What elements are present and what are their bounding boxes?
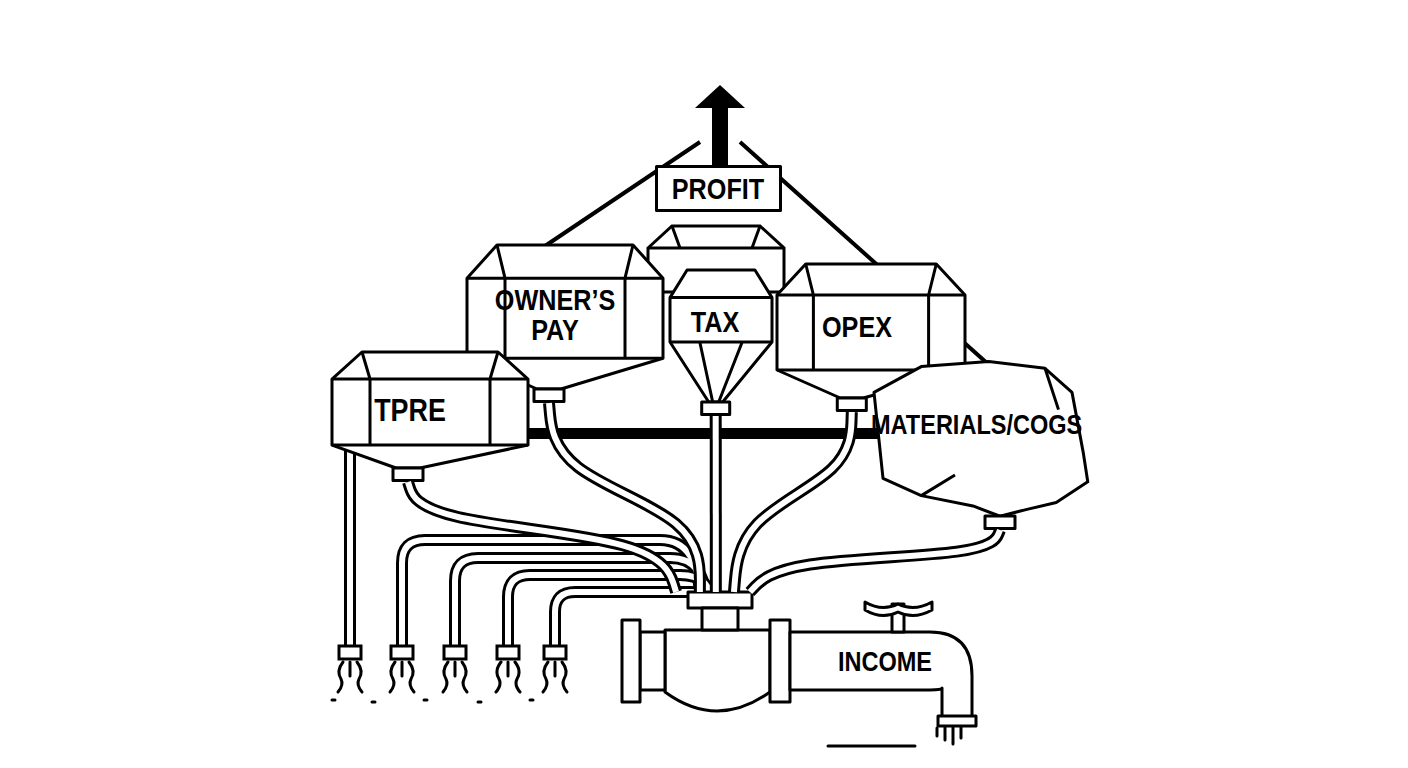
label-frame [657, 167, 781, 211]
tpre-bin: TPRE [330, 350, 530, 482]
spout-collar [391, 646, 413, 659]
pipe-bore [713, 416, 719, 592]
hopper-facet [648, 226, 784, 248]
node-label: TPRE [334, 394, 485, 426]
node-label: MATERIALS/COGS [871, 411, 1039, 439]
hopper-facet [670, 298, 772, 402]
spout-collar [497, 646, 519, 659]
node-label: OPEX [781, 312, 932, 342]
materials-sack-shape [865, 358, 1090, 530]
bin-outlet [837, 398, 866, 411]
drain-pipes-inner [350, 450, 716, 648]
bin-outlet [702, 402, 730, 415]
materials-sack: MATERIALS/COGS [865, 358, 1090, 530]
pipe-wall [549, 403, 700, 592]
pipe-bowl [665, 630, 770, 711]
pipe-connector [750, 530, 1000, 592]
pipe-flange [622, 620, 640, 702]
arrow-shaft [712, 104, 728, 166]
pipe-bore [734, 412, 852, 592]
drip [496, 662, 520, 692]
node-label: INCOME [830, 648, 939, 676]
income-faucet-pipe: INCOME [620, 592, 975, 752]
junction-neck [702, 608, 738, 630]
faucet-lip [938, 716, 976, 726]
drip [390, 662, 414, 692]
drain-pipe-bore [347, 450, 353, 648]
tax-hopper-shape [668, 268, 774, 416]
pipe-wall [750, 530, 1000, 592]
drain-pipes-outer [350, 450, 716, 648]
drip [543, 662, 567, 692]
faucet-body [790, 632, 972, 720]
pipe-wall [734, 412, 852, 592]
node-label: PROFIT [665, 174, 772, 204]
spouts [339, 646, 566, 659]
pipe-connector [408, 482, 676, 592]
pipe-wall [710, 416, 722, 592]
drips [332, 662, 567, 702]
bin-facet [777, 264, 965, 370]
ground-line [828, 745, 915, 748]
node-label: TAX [673, 307, 757, 337]
valve-wheel [865, 602, 932, 616]
profit-box: PROFIT [655, 165, 782, 212]
profit-arrow [695, 85, 745, 166]
pipe-connector [715, 416, 716, 592]
pipe-bore [750, 530, 1000, 592]
drip [338, 662, 362, 692]
pipe-bore [549, 403, 700, 592]
pipe-flange [770, 620, 790, 702]
spout-collar [544, 646, 566, 659]
bin-facet [467, 245, 663, 358]
pipe-stub [640, 632, 665, 690]
hopper-outline [670, 270, 772, 402]
bin-outlet [534, 389, 564, 402]
spout-collar [339, 646, 361, 659]
drip [443, 662, 467, 692]
drip-dash [332, 700, 533, 702]
bin-outlet [393, 468, 423, 481]
drain-pipe [344, 450, 356, 648]
arrow-head [695, 85, 745, 108]
tax-hopper: TAX [668, 268, 774, 416]
bin-outline [332, 352, 528, 468]
node-label: OWNER’S PAY [479, 285, 630, 345]
junction-collar [688, 592, 752, 608]
bin-facet [332, 352, 528, 445]
pipe-wall [408, 482, 676, 592]
pipe-connector [734, 412, 852, 592]
pipe-bore [408, 482, 676, 592]
pipe-connector [549, 403, 700, 592]
spout-collar [444, 646, 466, 659]
bin-outlet [985, 516, 1015, 529]
